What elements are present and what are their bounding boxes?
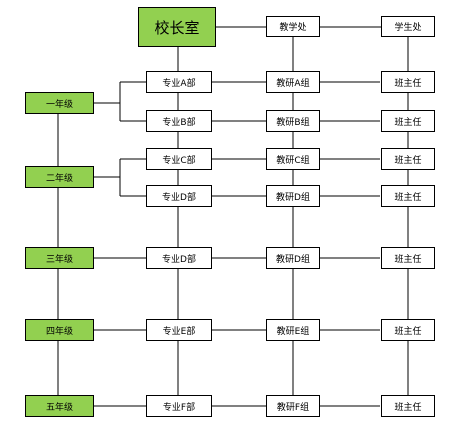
grade-2-box: 二年级: [25, 166, 94, 188]
role-box: 班主任: [381, 71, 435, 93]
group-box: 教研A组: [266, 71, 320, 93]
dept-box: 专业B部: [146, 110, 212, 132]
grade-5-box: 五年级: [25, 395, 94, 417]
principal-office-box: 校长室: [138, 7, 216, 47]
academic-office-box: 教学处: [266, 16, 320, 37]
role-box: 班主任: [381, 148, 435, 170]
role-box: 班主任: [381, 110, 435, 132]
dept-box: 专业D部: [146, 247, 212, 269]
grade-1-box: 一年级: [25, 92, 94, 114]
group-box: 教研D组: [266, 247, 320, 269]
grade-4-box: 四年级: [25, 319, 94, 341]
student-office-box: 学生处: [381, 16, 435, 37]
dept-box: 专业C部: [146, 148, 212, 170]
role-box: 班主任: [381, 395, 435, 417]
dept-box: 专业A部: [146, 71, 212, 93]
group-box: 教研E组: [266, 319, 320, 341]
dept-box: 专业F部: [146, 395, 212, 417]
role-box: 班主任: [381, 319, 435, 341]
group-box: 教研F组: [266, 395, 320, 417]
role-box: 班主任: [381, 185, 435, 207]
grade-3-box: 三年级: [25, 247, 94, 269]
group-box: 教研B组: [266, 110, 320, 132]
dept-box: 专业E部: [146, 319, 212, 341]
group-box: 教研D组: [266, 185, 320, 207]
role-box: 班主任: [381, 247, 435, 269]
group-box: 教研C组: [266, 148, 320, 170]
dept-box: 专业D部: [146, 185, 212, 207]
